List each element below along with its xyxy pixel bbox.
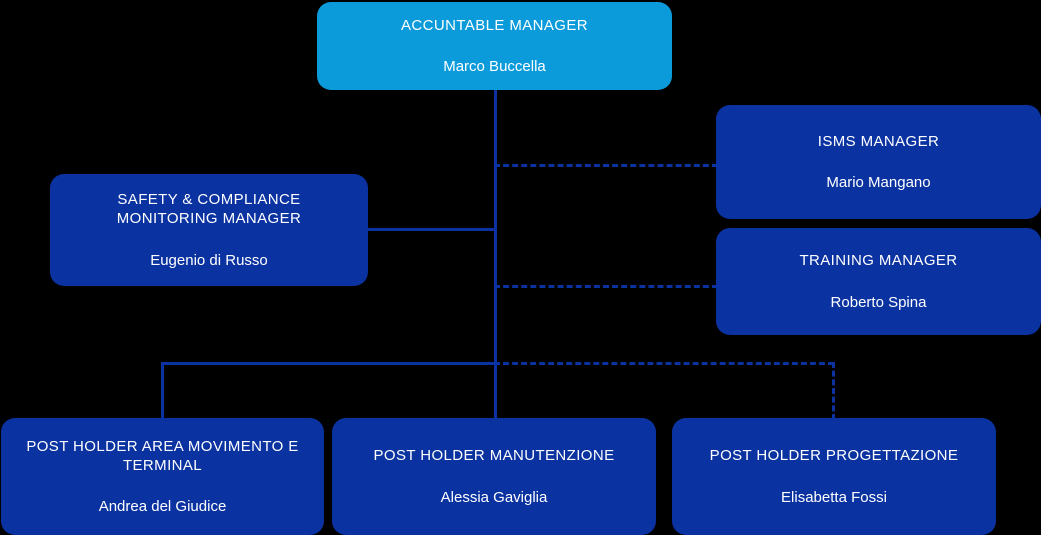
node-person: Mario Mangano [826, 174, 931, 191]
node-safety-compliance-manager[interactable]: SAFETY & COMPLIANCE MONITORING MANAGER E… [50, 174, 368, 286]
node-post-holder-movimento[interactable]: POST HOLDER AREA MOVIMENTO E TERMINAL An… [1, 418, 324, 535]
connector-branch-to-post-holder-progettazione [494, 362, 834, 365]
node-title: POST HOLDER AREA MOVIMENTO E TERMINAL [26, 437, 299, 474]
connector-drop-to-post-holder-progettazione [832, 362, 835, 420]
node-person: Elisabetta Fossi [781, 488, 887, 506]
node-title: POST HOLDER PROGETTAZIONE [709, 447, 959, 465]
node-person: Eugenio di Russo [150, 251, 268, 269]
node-title: POST HOLDER MANUTENZIONE [373, 447, 615, 465]
node-title: ISMS MANAGER [817, 132, 940, 150]
connector-branch-to-safety-compliance-manager [368, 228, 496, 231]
node-post-holder-progettazione[interactable]: POST HOLDER PROGETTAZIONE Elisabetta Fos… [672, 418, 996, 535]
connector-branch-to-training-manager [494, 285, 718, 288]
node-title: TRAINING MANAGER [799, 252, 958, 270]
node-title: ACCUNTABLE MANAGER [401, 16, 588, 34]
node-isms-manager[interactable]: ISMS MANAGER Mario Mangano [716, 105, 1041, 219]
node-person: Marco Buccella [443, 58, 546, 75]
node-post-holder-manutenzione[interactable]: POST HOLDER MANUTENZIONE Alessia Gavigli… [332, 418, 656, 535]
connector-branch-to-isms-manager [494, 164, 718, 167]
connector-drop-to-post-holder-movimento [161, 362, 164, 420]
node-accountable-manager[interactable]: ACCUNTABLE MANAGER Marco Buccella [317, 2, 672, 90]
connector-bus-to-post-holders [161, 362, 497, 365]
node-person: Alessia Gaviglia [440, 488, 548, 506]
node-person: Andrea del Giudice [98, 498, 227, 516]
node-title: SAFETY & COMPLIANCE MONITORING MANAGER [116, 191, 302, 228]
node-person: Roberto Spina [830, 293, 927, 311]
node-training-manager[interactable]: TRAINING MANAGER Roberto Spina [716, 228, 1041, 335]
connector-trunk-from-accountable-manager [494, 90, 497, 420]
